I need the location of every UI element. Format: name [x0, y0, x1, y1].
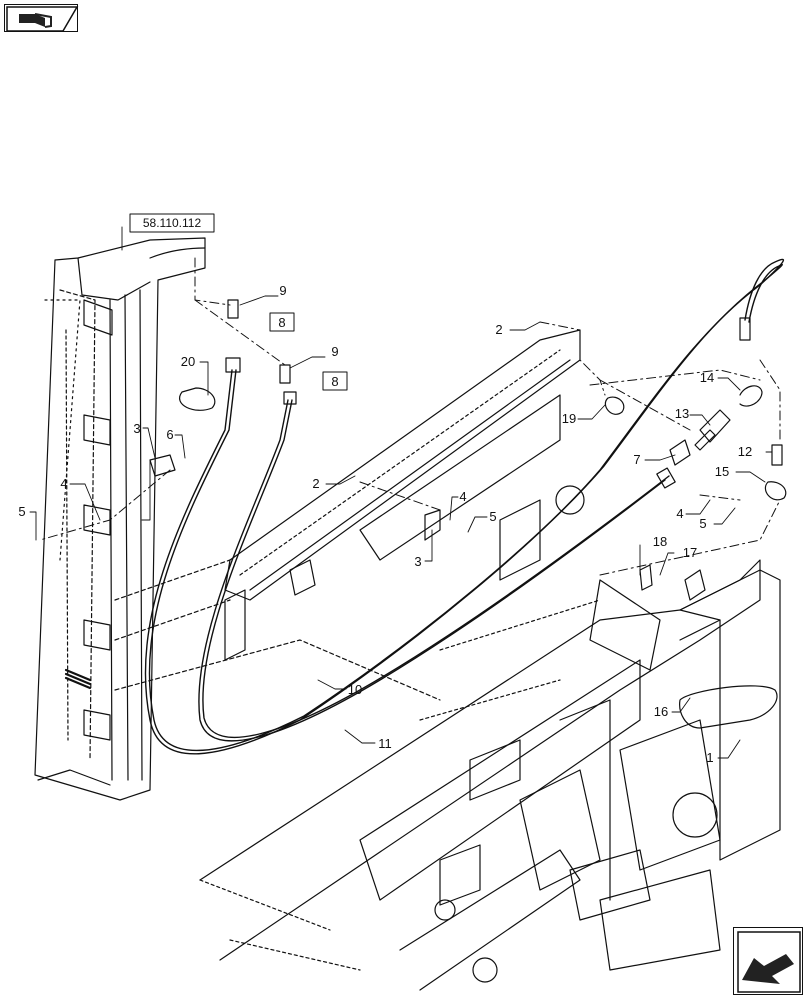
callout-9-upper: 9 — [279, 283, 286, 298]
fittings — [149, 299, 787, 729]
reference-box-text: 58.110.112 — [143, 216, 202, 230]
book-page-nav-button[interactable] — [4, 4, 79, 32]
return-arrow-icon — [737, 931, 801, 993]
book-page-icon — [6, 6, 79, 32]
callout-20: 20 — [181, 354, 195, 369]
callout-10: 10 — [348, 682, 362, 697]
callout-13: 13 — [675, 406, 689, 421]
callout-5-right: 5 — [699, 516, 706, 531]
callout-18: 18 — [653, 534, 667, 549]
callout-17: 17 — [683, 545, 697, 560]
callout-6: 6 — [166, 427, 173, 442]
assembly-lines — [39, 257, 781, 576]
callout-16: 16 — [654, 704, 668, 719]
callout-3-center: 3 — [414, 554, 421, 569]
callout-1: 1 — [706, 750, 713, 765]
callout-15: 15 — [715, 464, 729, 479]
leader-lines — [29, 226, 773, 759]
main-frame — [114, 485, 781, 991]
callout-4-center: 4 — [459, 489, 466, 504]
callout-7: 7 — [633, 452, 640, 467]
callout-9-lower: 9 — [331, 344, 338, 359]
callout-2-upper: 2 — [495, 322, 502, 337]
callout-4-right: 4 — [676, 506, 683, 521]
callout-12: 12 — [738, 444, 752, 459]
return-nav-button[interactable] — [733, 927, 803, 995]
callout-5-center: 5 — [489, 509, 496, 524]
upper-cross-beam — [224, 329, 581, 661]
callout-2-lower: 2 — [312, 476, 319, 491]
boxed-callout-8-upper[interactable]: 8 — [278, 315, 285, 330]
callout-3-left: 3 — [133, 421, 140, 436]
hose-10 — [144, 258, 785, 755]
boxed-callout-8-lower[interactable]: 8 — [331, 374, 338, 389]
callout-4-left: 4 — [60, 476, 67, 491]
callout-19: 19 — [562, 411, 576, 426]
reference-box-58-110-112[interactable]: 58.110.112 — [143, 216, 202, 230]
callout-14: 14 — [700, 370, 714, 385]
header-side-panel — [34, 237, 206, 801]
callout-5-left: 5 — [18, 504, 25, 519]
callout-11: 11 — [378, 736, 392, 751]
hose-11 — [198, 399, 670, 742]
